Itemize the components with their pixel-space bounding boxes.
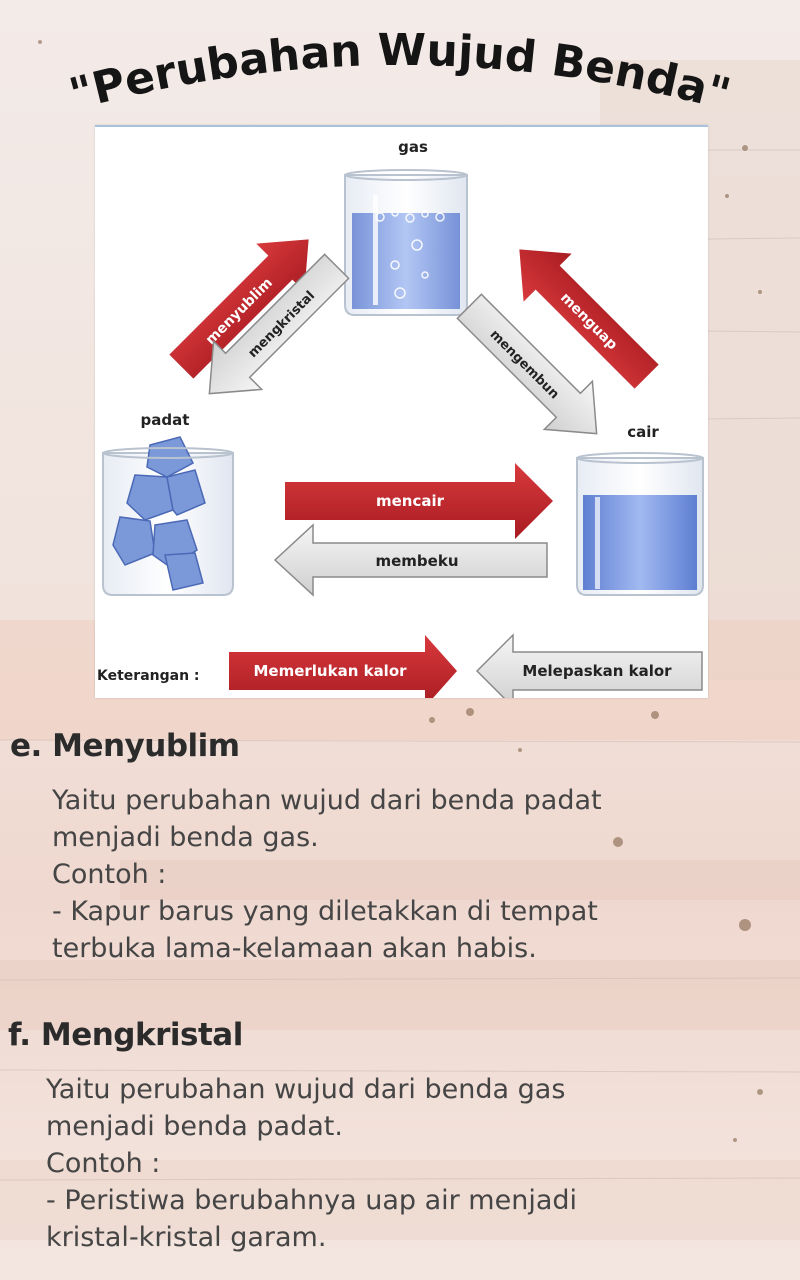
- label-solid: padat: [141, 411, 190, 429]
- section-line: Contoh :: [52, 859, 167, 890]
- section-deposition: f. Mengkristal Yaitu perubahan wujud dar…: [0, 1017, 800, 1256]
- legend-releases-heat: Melepaskan kalor: [475, 633, 703, 698]
- section-line: - Kapur barus yang diletakkan di tempat: [52, 896, 598, 927]
- arrow-melt-label: mencair: [376, 492, 445, 510]
- section-line: menjadi benda gas.: [52, 822, 319, 853]
- section-line: menjadi benda padat.: [46, 1111, 343, 1142]
- legend-title: Keterangan :: [97, 668, 200, 684]
- legend-requires-heat: Memerlukan kalor: [229, 635, 457, 698]
- arrow-freeze-label: membeku: [376, 552, 459, 570]
- section-line: - Peristiwa berubahnya uap air menjadi: [46, 1185, 578, 1216]
- label-gas: gas: [398, 138, 428, 156]
- arrow-melt: mencair: [285, 463, 553, 539]
- liquid-beaker: [576, 452, 704, 596]
- state-change-diagram: gas padat cair menyublim: [95, 125, 708, 698]
- section-sublimation: e. Menyublim Yaitu perubahan wujud dari …: [0, 728, 800, 967]
- section-line: terbuka lama-kelamaan akan habis.: [52, 933, 537, 964]
- section-line: Contoh :: [46, 1148, 161, 1179]
- gas-beaker: [344, 169, 468, 316]
- section-heading: e. Menyublim: [10, 728, 240, 764]
- solid-beaker: [102, 436, 234, 596]
- legend-requires-heat-label: Memerlukan kalor: [253, 662, 407, 680]
- section-line: Yaitu perubahan wujud dari benda padat: [52, 785, 602, 816]
- label-liquid: cair: [627, 423, 659, 441]
- section-heading: f. Mengkristal: [8, 1017, 243, 1053]
- legend-releases-heat-label: Melepaskan kalor: [522, 662, 672, 680]
- page-title-text: "Perubahan Wujud Benda": [64, 25, 735, 120]
- arrow-freeze: membeku: [273, 523, 548, 597]
- page-title: "Perubahan Wujud Benda": [64, 25, 735, 120]
- section-line: Yaitu perubahan wujud dari benda gas: [46, 1074, 566, 1105]
- section-line: kristal-kristal garam.: [46, 1222, 327, 1253]
- diagram-legend: Keterangan : Memerlukan kalor Melepaskan…: [97, 633, 703, 698]
